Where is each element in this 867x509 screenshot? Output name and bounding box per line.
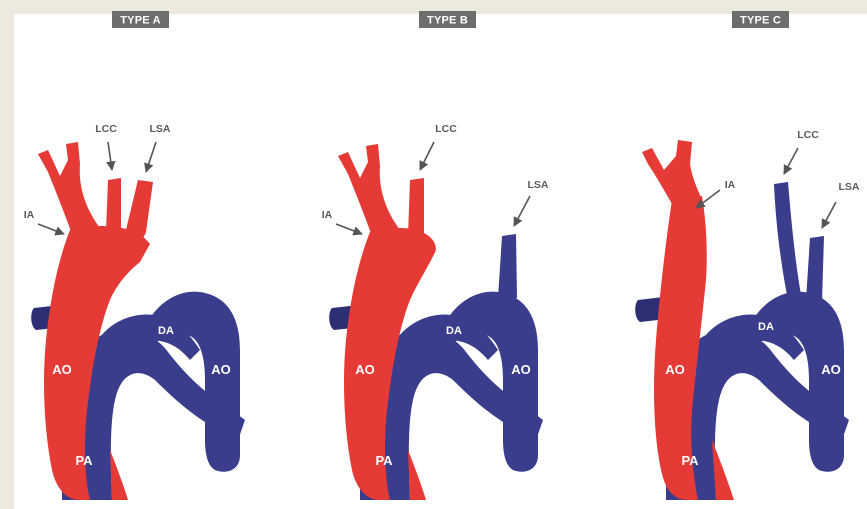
type-a-pa-label: PA	[75, 453, 93, 468]
type-a-ia-label: IA	[24, 209, 35, 221]
type-a-lcc-label: LCC	[95, 123, 117, 135]
type-c-ao-right-label: AO	[821, 362, 841, 377]
type-c-pa-label: PA	[681, 453, 699, 468]
type-b-pa-label: PA	[375, 453, 393, 468]
type-a-lcc-vessel	[106, 178, 121, 234]
type-b-lcc-vessel	[408, 178, 424, 240]
type-c-ao-left-label: AO	[665, 362, 685, 377]
type-b-tag: TYPE B	[427, 15, 468, 27]
type-c-ia-label: IA	[725, 179, 736, 191]
type-b-ao-right-label: AO	[511, 362, 531, 377]
type-b-lcc-label: LCC	[435, 123, 457, 135]
type-a-ao-left-label: AO	[52, 362, 72, 377]
type-b-ia-label: IA	[322, 209, 333, 221]
type-c-lsa-label: LSA	[839, 181, 860, 193]
figure-panel	[14, 14, 867, 509]
type-a-lsa-label: LSA	[150, 123, 171, 135]
type-a-da-label: DA	[158, 325, 174, 337]
type-c-da-label: DA	[758, 321, 774, 333]
type-c-tag: TYPE C	[740, 15, 781, 27]
type-a-tag: TYPE A	[120, 15, 161, 27]
type-c-lcc-label: LCC	[797, 129, 819, 141]
type-b-ao-left-label: AO	[355, 362, 375, 377]
type-b-lsa-label: LSA	[528, 179, 549, 191]
type-b-da-label: DA	[446, 325, 462, 337]
type-a-ao-right-label: AO	[211, 362, 231, 377]
